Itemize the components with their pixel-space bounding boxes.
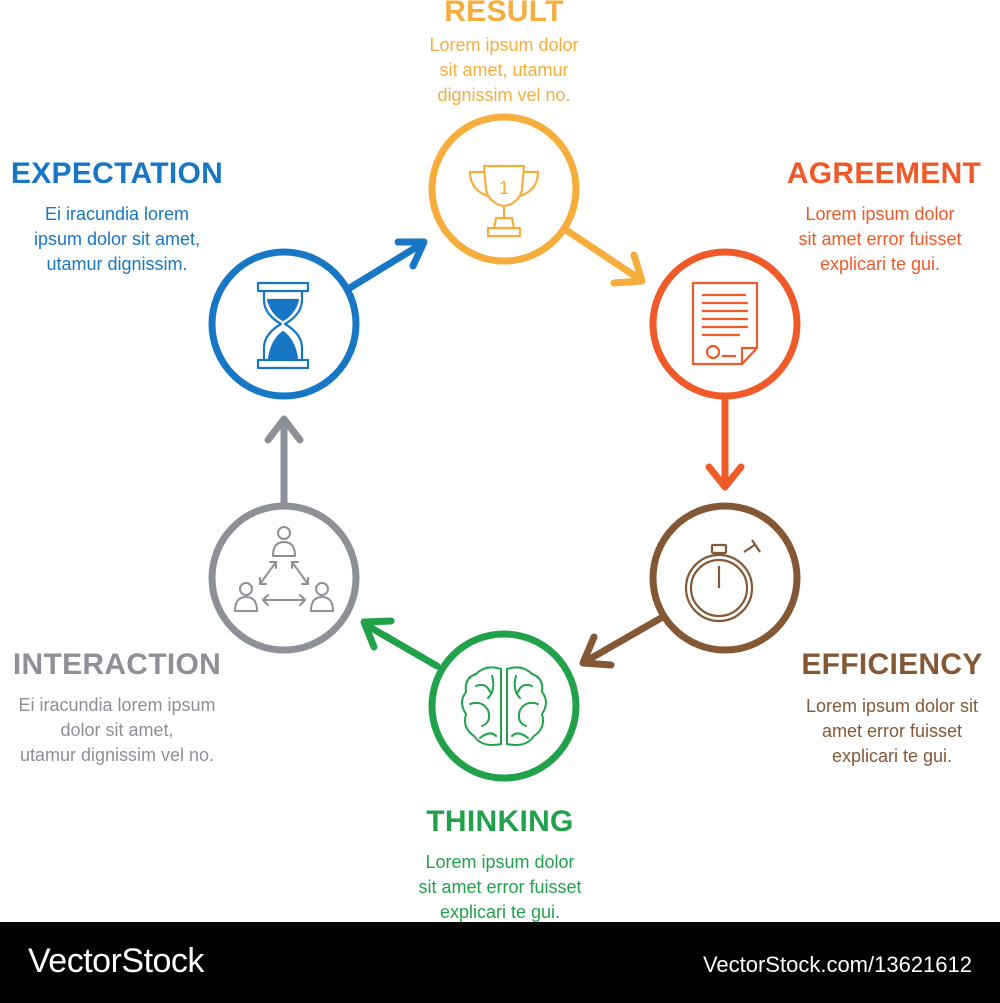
interaction-title: INTERACTION <box>12 648 222 681</box>
hourglass-icon <box>256 281 310 370</box>
result-desc-line-1: Lorem ipsum dolor <box>429 35 579 55</box>
arrow-efficiency-to-thinking <box>579 614 665 669</box>
arrow-thinking-to-interaction <box>360 617 441 670</box>
expectation-desc-line-1: Ei iracundia lorem <box>44 204 190 224</box>
expectation-description: Ei iracundia lorem ipsum dolor sit amet,… <box>0 202 234 277</box>
agreement-title: AGREEMENT <box>786 157 982 190</box>
interaction-desc-line-2: dolor sit amet, <box>60 720 174 740</box>
interaction-desc-line-3: utamur dignissim vel no. <box>19 745 215 765</box>
image-url: VectorStock.com/13621612 <box>702 952 972 977</box>
document-icon <box>691 281 759 366</box>
expectation-node <box>208 248 360 400</box>
arrow-expectation-to-result <box>344 238 428 293</box>
thinking-desc-line-3: explicari te gui. <box>439 902 561 922</box>
agreement-desc-line-3: explicari te gui. <box>819 254 941 274</box>
agreement-desc-line-1: Lorem ipsum dolor <box>805 204 955 224</box>
svg-text:1: 1 <box>499 178 509 198</box>
cycle-diagram: 1 <box>208 113 801 782</box>
people-network-icon <box>234 526 334 612</box>
stopwatch-icon <box>684 539 761 623</box>
thinking-title: THINKING <box>426 805 574 838</box>
agreement-desc-line-2: sit amet error fuisset <box>798 229 962 249</box>
interaction-desc-line-1: Ei iracundia lorem ipsum <box>18 695 216 715</box>
brand-logo: VectorStock <box>28 942 204 980</box>
agreement-node <box>649 248 801 400</box>
thinking-node <box>428 630 580 782</box>
arrow-interaction-to-expectation <box>264 415 304 510</box>
thinking-description: Lorem ipsum dolor sit amet error fuisset… <box>374 850 626 925</box>
expectation-desc-line-3: utamur dignissim. <box>46 254 188 274</box>
efficiency-desc-line-1: Lorem ipsum dolor sit <box>805 696 979 716</box>
expectation-title: EXPECTATION <box>10 157 224 190</box>
result-description: Lorem ipsum dolor sit amet, utamur digni… <box>374 33 634 108</box>
arrow-result-to-agreement <box>562 226 646 287</box>
trophy-icon: 1 <box>468 164 540 238</box>
expectation-desc-line-2: ipsum dolor sit amet, <box>33 229 201 249</box>
thinking-desc-line-2: sit amet error fuisset <box>418 877 582 897</box>
agreement-description: Lorem ipsum dolor sit amet error fuisset… <box>762 202 998 277</box>
result-node: 1 <box>428 113 580 265</box>
arrow-agreement-to-efficiency <box>705 393 745 491</box>
efficiency-desc-line-3: explicari te gui. <box>831 746 953 766</box>
result-desc-line-2: sit amet, utamur <box>439 60 569 80</box>
watermark-footer: VectorStock VectorStock.com/13621612 <box>0 922 1000 1003</box>
result-desc-line-3: dignissim vel no. <box>437 85 571 105</box>
efficiency-node <box>649 502 801 654</box>
interaction-description: Ei iracundia lorem ipsum dolor sit amet,… <box>0 693 234 768</box>
thinking-desc-line-1: Lorem ipsum dolor <box>425 852 575 872</box>
efficiency-description: Lorem ipsum dolor sit amet error fuisset… <box>776 694 1000 769</box>
interaction-node <box>208 502 360 654</box>
result-title: RESULT <box>444 0 564 28</box>
efficiency-title: EFFICIENCY <box>801 648 983 681</box>
brain-icon <box>461 666 547 746</box>
efficiency-desc-line-2: amet error fuisset <box>821 721 963 741</box>
